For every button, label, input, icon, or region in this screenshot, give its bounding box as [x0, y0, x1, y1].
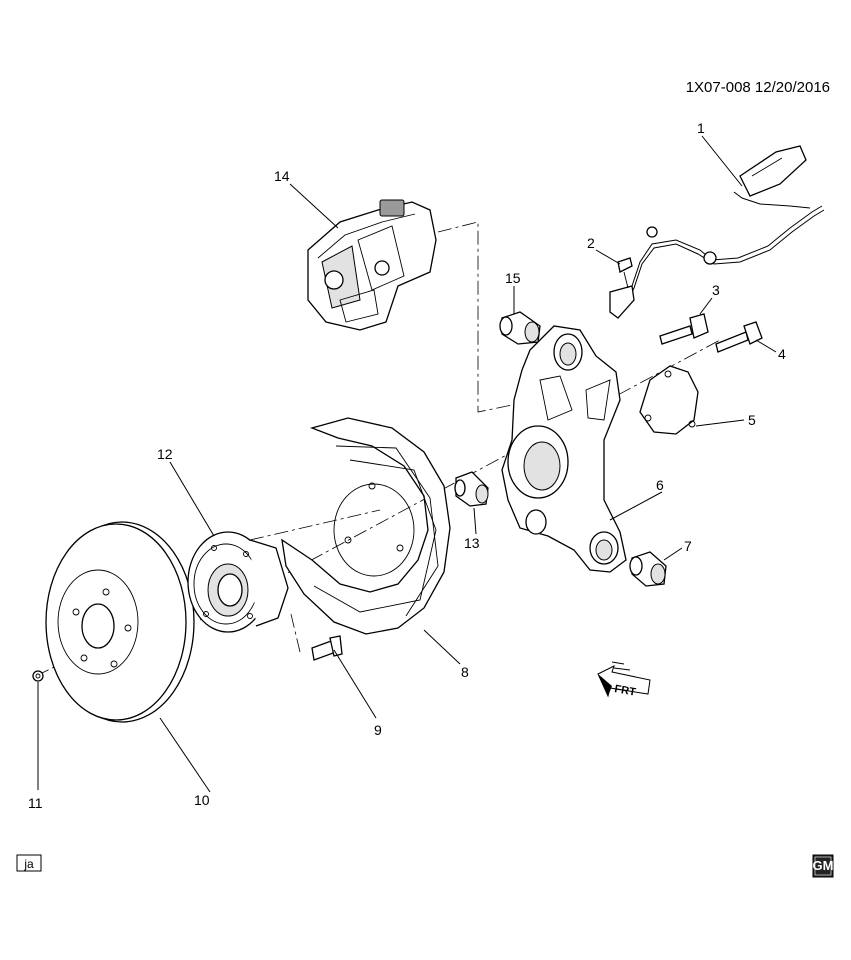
part-13-bushing	[454, 471, 489, 507]
callout-13: 13	[464, 535, 480, 551]
callout-leaders	[37, 135, 777, 793]
gm-badge-label: GM	[813, 858, 834, 873]
part-14-brake-caliper	[307, 199, 437, 331]
part-10-brake-rotor	[45, 521, 195, 723]
callout-4: 4	[778, 346, 786, 362]
callout-8: 8	[461, 664, 469, 680]
callout-5: 5	[748, 412, 756, 428]
front-direction-marker: FRT	[597, 661, 651, 699]
callout-3: 3	[712, 282, 720, 298]
callout-15: 15	[505, 270, 521, 286]
part-4-bolt	[715, 321, 763, 353]
callout-12: 12	[157, 446, 173, 462]
callout-2: 2	[587, 235, 595, 251]
callout-9: 9	[374, 722, 382, 738]
part-7-bushing	[629, 551, 667, 587]
callout-7: 7	[684, 538, 692, 554]
callout-10: 10	[194, 792, 210, 808]
part-3-bolt	[659, 313, 709, 345]
callout-14: 14	[274, 168, 290, 184]
part-12-hub-bearing	[187, 531, 289, 633]
part-11-screw	[32, 670, 44, 682]
corner-box-label: ja	[23, 857, 34, 871]
front-direction-label: FRT	[613, 683, 636, 699]
callout-1: 1	[697, 120, 705, 136]
part-9-wheel-stud	[311, 635, 343, 661]
corner-box: ja	[16, 854, 42, 872]
part-8-dust-shield	[281, 417, 451, 635]
part-1-wheel-speed-sensor-harness	[609, 145, 825, 319]
part-6-steering-knuckle	[501, 325, 627, 573]
part-2-sensor-bolt	[617, 257, 633, 289]
callout-numbers: 1 2 3 4 5 6 7 8 9 10 11 12 13 14 15	[28, 120, 786, 811]
callout-11: 11	[28, 795, 43, 811]
diagram-reference: 1X07-008 12/20/2016	[686, 79, 830, 96]
gm-logo-icon: GM	[812, 854, 834, 878]
part-5-gasket	[639, 365, 699, 435]
part-15-upper-bushing	[499, 311, 541, 345]
callout-6: 6	[656, 477, 664, 493]
